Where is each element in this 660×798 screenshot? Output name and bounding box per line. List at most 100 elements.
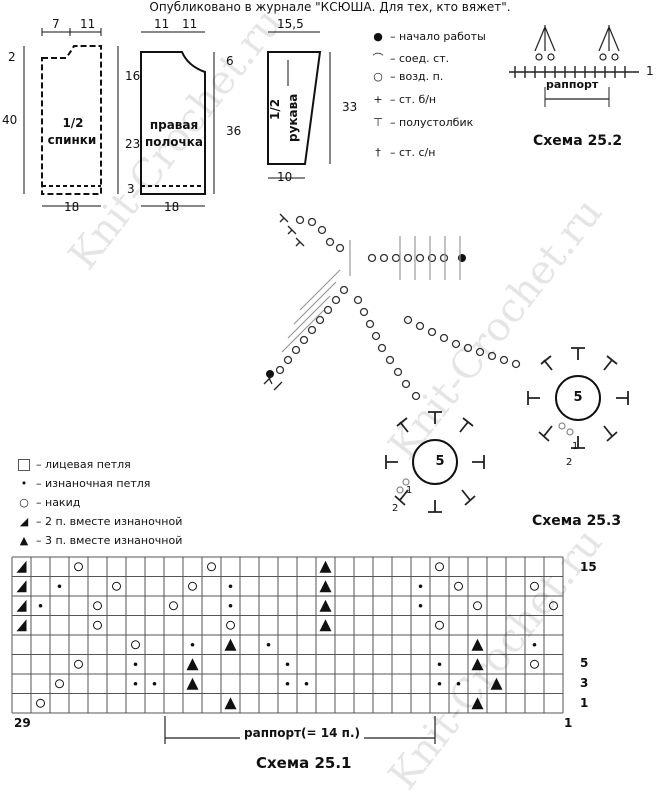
purl-mark (152, 681, 157, 686)
row-label: 3 (580, 676, 589, 690)
front-title-1: правая (149, 118, 199, 132)
yarn-over-mark (530, 659, 539, 669)
three-together-mark (319, 619, 332, 632)
crochet-legend-row: ⌒ – соед. ст. (372, 50, 450, 66)
purl-mark (228, 603, 233, 608)
three-together-mark (186, 658, 199, 671)
yarn-over-mark (93, 601, 102, 611)
dim-label: 11 (182, 17, 198, 31)
crochet-legend-row: + – ст. б/н (372, 93, 436, 106)
two-together-mark (16, 580, 27, 593)
scheme-25-3-number: 1 (572, 441, 579, 452)
three-together-mark (186, 677, 199, 690)
dim-label: 16 (125, 69, 141, 83)
col-right-label: 1 (564, 716, 573, 730)
legend-label: – ст. с/н (390, 146, 436, 159)
three-together-mark (224, 697, 237, 710)
plus-icon: + (373, 93, 383, 106)
row-label: 1 (580, 696, 589, 710)
legend-label: – лицевая петля (36, 458, 131, 471)
yarn-over-mark (226, 620, 235, 630)
yarn-over-mark (74, 562, 83, 572)
repeat-label: раппорт(= 14 п.) (240, 726, 364, 740)
yarn-over-mark (112, 581, 121, 591)
knit-legend-row: ◢ – 2 п. вместе изнаночной (18, 515, 183, 528)
three-together-mark (319, 560, 332, 573)
scheme-25-1-grid (11, 556, 564, 744)
dim-label: 6 (226, 54, 234, 68)
cross-t-icon: † (375, 146, 381, 159)
purl-mark (57, 584, 62, 589)
t-icon: ⊤ (373, 116, 383, 129)
back-title-1: 1/2 (62, 116, 84, 130)
two-together-mark (16, 599, 27, 612)
dim-label: 36 (226, 124, 242, 138)
dim-label: 18 (64, 200, 80, 214)
publication-header: Опубликовано в журнале "КСЮША. Для тех, … (149, 0, 511, 14)
purl-mark (38, 603, 43, 608)
purl-mark (532, 642, 537, 647)
yarn-over-mark (74, 659, 83, 669)
legend-label: – полустолбик (390, 116, 474, 129)
scheme-25-3-number: 2 (566, 457, 573, 468)
scheme-25-2-row: 1 (646, 64, 654, 78)
scheme-25-3-number: 1 (406, 485, 413, 496)
scheme-25-3-diagram (263, 213, 629, 513)
knit-legend-row: • – изнаночная петля (18, 477, 151, 490)
crochet-legend-row: ● – начало работы (372, 30, 486, 43)
crochet-legend-row: † – ст. с/н (372, 146, 435, 159)
yarn-over-mark (473, 601, 482, 611)
legend-label: – ст. б/н (390, 93, 437, 106)
circle-icon: ○ (19, 496, 29, 509)
three-together-mark (224, 638, 237, 651)
crochet-legend-row: ○ – возд. п. (372, 70, 443, 83)
purl-mark (266, 642, 271, 647)
scheme-25-3-center-right: 5 (573, 390, 583, 405)
row-label: 15 (580, 560, 597, 574)
purl-mark (190, 642, 195, 647)
legend-label: – соед. ст. (390, 51, 450, 65)
three-together-mark (471, 658, 484, 671)
knit-legend-row: – лицевая петля (18, 458, 131, 471)
scheme-25-1-title: Схема 25.1 (256, 754, 352, 772)
open-circle-icon: ○ (373, 70, 383, 83)
dim-label: 33 (342, 100, 358, 114)
scheme-25-3-number: 2 (392, 503, 399, 514)
scheme-25-3-center-left: 5 (435, 454, 445, 469)
dim-label: 15,5 (277, 17, 304, 31)
front-title-2: полочка (144, 135, 204, 149)
legend-label: – накид (36, 496, 81, 509)
legend-label: – возд. п. (390, 70, 444, 83)
back-title-2: спинки (47, 133, 97, 147)
purl-mark (418, 584, 423, 589)
purl-mark (304, 681, 309, 686)
purl-mark (456, 681, 461, 686)
dim-label: 18 (164, 200, 180, 214)
purl-mark (418, 603, 423, 608)
scheme-25-2-diagram (509, 25, 639, 107)
dim-label: 40 (2, 113, 18, 127)
half-triangle-icon: ◢ (19, 515, 29, 528)
col-left-label: 29 (14, 716, 31, 730)
three-together-mark (490, 677, 503, 690)
yarn-over-mark (435, 562, 444, 572)
dim-label: 23 (125, 137, 141, 151)
purl-mark (437, 681, 442, 686)
legend-label: – изнаночная петля (36, 477, 151, 490)
yarn-over-mark (93, 620, 102, 630)
scheme-25-3-title: Схема 25.3 (532, 513, 622, 529)
yarn-over-mark (131, 640, 140, 650)
purl-mark (228, 584, 233, 589)
yarn-over-mark (530, 581, 539, 591)
dim-label: 7 (52, 17, 60, 31)
scheme-25-2-title: Схема 25.2 (533, 133, 623, 149)
yarn-over-mark (36, 698, 45, 708)
purl-mark (437, 662, 442, 667)
purl-mark (285, 681, 290, 686)
crochet-legend-row: ⊤ – полустолбик (372, 116, 473, 129)
legend-label: – 2 п. вместе изнаночной (36, 515, 183, 528)
legend-label: – начало работы (390, 30, 486, 43)
dot-icon: • (20, 477, 28, 490)
dim-label: 3 (127, 182, 135, 196)
two-together-mark (16, 560, 27, 573)
